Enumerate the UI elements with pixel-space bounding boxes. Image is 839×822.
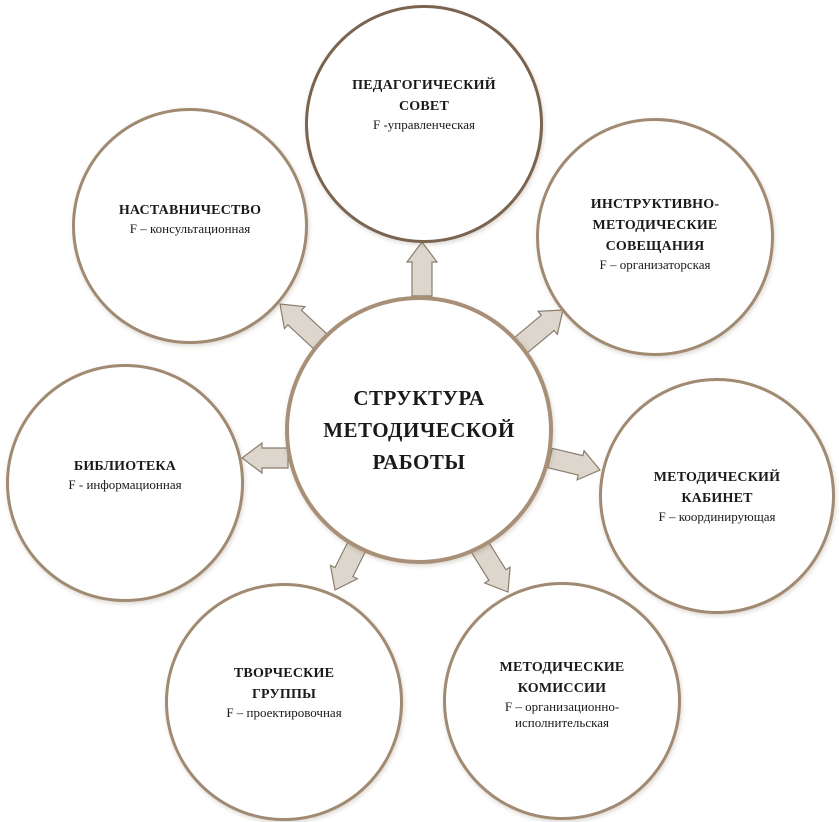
node-methodical-office-function: F – координирующая [658, 509, 776, 524]
node-library: БИБЛИОТЕКА F - информационная [6, 364, 244, 602]
node-methodical-commissions: МЕТОДИЧЕСКИЕ КОМИССИИ F – организационно… [443, 582, 681, 820]
arrow-to-pedagogical-council [405, 241, 439, 297]
node-pedagogical-council: ПЕДАГОГИЧЕСКИЙ СОВЕТ F -управленческая [305, 5, 543, 243]
node-creative-groups-function: F – проектировочная [226, 705, 342, 720]
node-creative-groups-title-2: ГРУППЫ [251, 687, 317, 702]
node-creative-groups-title-1: ТВОРЧЕСКИЕ [233, 666, 335, 681]
node-instructive-meetings-title-1: ИНСТРУКТИВНО- [590, 196, 720, 212]
node-methodical-commissions-title-2: КОМИССИИ [517, 681, 607, 696]
node-mentoring-title: НАСТАВНИЧЕСТВО [118, 202, 262, 218]
node-methodical-commissions-title-1: МЕТОДИЧЕСКИЕ [499, 660, 625, 675]
node-library-title: БИБЛИОТЕКА [73, 458, 177, 474]
node-pedagogical-council-title-2: СОВЕТ [398, 99, 449, 114]
arrow-to-mentoring [279, 303, 330, 352]
center-title-2: МЕТОДИЧЕСКОЙ [323, 418, 515, 442]
node-pedagogical-council-title-1: ПЕДАГОГИЧЕСКИЙ [352, 78, 496, 93]
arrow-to-instructive-meetings [512, 309, 564, 355]
arrow-to-methodical-office [546, 447, 601, 481]
node-center: СТРУКТУРА МЕТОДИЧЕСКОЙ РАБОТЫ [285, 296, 553, 564]
node-library-function: F - информационная [68, 476, 182, 492]
center-title-3: РАБОТЫ [372, 450, 466, 474]
node-mentoring: НАСТАВНИЧЕСТВО F – консультационная [72, 108, 308, 344]
node-creative-groups: ТВОРЧЕСКИЕ ГРУППЫ F – проектировочная [165, 583, 403, 821]
node-methodical-office: МЕТОДИЧЕСКИЙ КАБИНЕТ F – координирующая [599, 378, 835, 614]
node-methodical-office-title-1: МЕТОДИЧЕСКИЙ [653, 470, 781, 485]
node-instructive-meetings: ИНСТРУКТИВНО- МЕТОДИЧЕСКИЕ СОВЕЩАНИЯ F –… [536, 118, 774, 356]
arrow-to-library [241, 441, 289, 475]
node-instructive-meetings-title-3: СОВЕЩАНИЯ [605, 238, 705, 254]
node-mentoring-function: F – консультационная [129, 220, 251, 236]
center-title-1: СТРУКТУРА [353, 386, 485, 410]
node-methodical-commissions-function-1: F – организационно- [504, 699, 620, 714]
node-methodical-commissions-function-2: исполнительская [515, 715, 609, 730]
arrow-to-methodical-commissions [468, 537, 511, 593]
node-instructive-meetings-title-2: МЕТОДИЧЕСКИЕ [592, 217, 718, 233]
node-methodical-office-title-2: КАБИНЕТ [681, 491, 753, 506]
node-pedagogical-council-function: F -управленческая [373, 117, 475, 132]
node-instructive-meetings-function: F – организаторская [599, 256, 711, 272]
